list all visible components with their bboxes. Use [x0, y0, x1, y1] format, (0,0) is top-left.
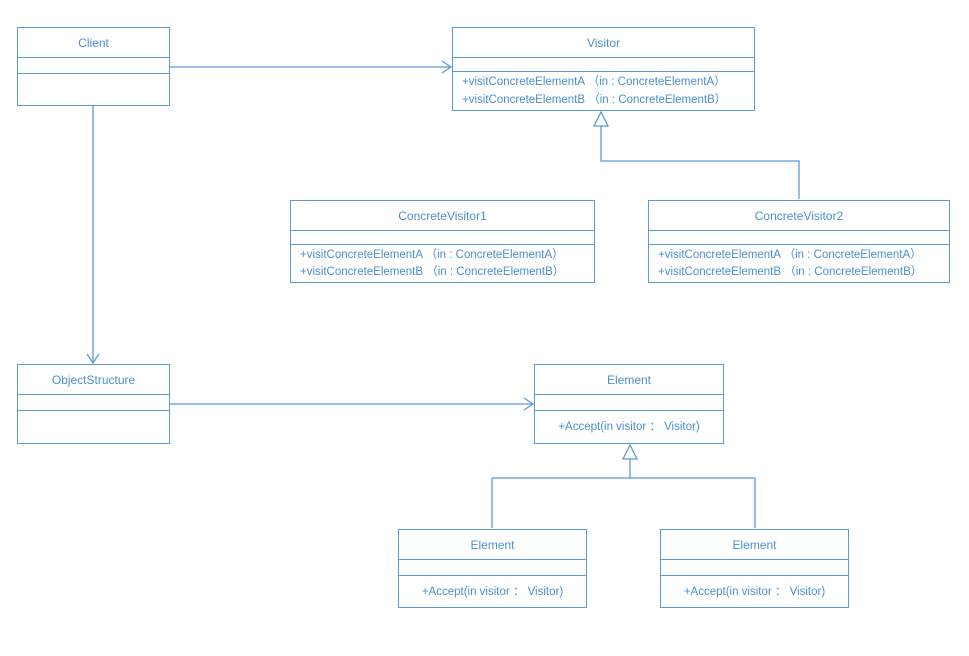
method-row: +visitConcreteElementA （in : ConcreteEle…	[658, 249, 922, 261]
open-arrowhead-icon	[523, 397, 535, 411]
method-row: +visitConcreteElementA （in : ConcreteEle…	[300, 249, 564, 261]
open-arrowhead-icon	[441, 60, 453, 74]
class-object-structure: ObjectStructure	[17, 364, 170, 444]
method-row: +visitConcreteElementA （in : ConcreteEle…	[462, 76, 726, 89]
methods-compartment	[18, 74, 169, 105]
class-title: ConcreteVisitor2	[649, 201, 949, 231]
attributes-compartment	[399, 560, 586, 576]
methods-compartment: +Accept(in visitor ： Visitor)	[661, 576, 848, 607]
class-visitor: Visitor +visitConcreteElementA （in : Con…	[452, 27, 755, 111]
class-concrete-visitor-1: ConcreteVisitor1 +visitConcreteElementA …	[290, 200, 595, 283]
class-element-child-right: Element +Accept(in visitor ： Visitor)	[660, 529, 849, 608]
method-row: +Accept(in visitor ： Visitor)	[683, 585, 826, 598]
attributes-compartment	[18, 58, 169, 74]
class-title: Element	[661, 530, 848, 560]
method-row: +Accept(in visitor ： Visitor)	[421, 585, 564, 598]
method-row: +visitConcreteElementB （in : ConcreteEle…	[300, 266, 565, 278]
association-objectstructure-to-element	[170, 397, 535, 411]
class-title: Client	[18, 28, 169, 58]
method-row: +visitConcreteElementB （in : ConcreteEle…	[658, 266, 923, 278]
class-element-child-left: Element +Accept(in visitor ： Visitor)	[398, 529, 587, 608]
methods-compartment: +visitConcreteElementA （in : ConcreteEle…	[291, 245, 594, 282]
class-element: Element +Accept(in visitor ： Visitor)	[534, 364, 724, 444]
class-title: ObjectStructure	[18, 365, 169, 395]
attributes-compartment	[535, 395, 723, 411]
class-title: Visitor	[453, 28, 754, 58]
hollow-triangle-icon	[592, 110, 610, 127]
attributes-compartment	[291, 231, 594, 245]
methods-compartment: +visitConcreteElementA （in : ConcreteEle…	[453, 72, 754, 110]
class-title: ConcreteVisitor1	[291, 201, 594, 231]
method-row: +Accept(in visitor ： Visitor)	[558, 421, 700, 433]
attributes-compartment	[649, 231, 949, 245]
methods-compartment: +visitConcreteElementA （in : ConcreteEle…	[649, 245, 949, 282]
attributes-compartment	[18, 395, 169, 411]
association-client-to-objectstructure	[86, 106, 100, 365]
methods-compartment: +Accept(in visitor ： Visitor)	[399, 576, 586, 607]
attributes-compartment	[453, 58, 754, 72]
open-arrowhead-icon	[86, 353, 100, 365]
class-title: Element	[535, 365, 723, 395]
class-client: Client	[17, 27, 170, 106]
attributes-compartment	[661, 560, 848, 576]
methods-compartment: +Accept(in visitor ： Visitor)	[535, 411, 723, 443]
class-concrete-visitor-2: ConcreteVisitor2 +visitConcreteElementA …	[648, 200, 950, 283]
generalization-elements-to-element	[491, 443, 756, 528]
hollow-triangle-icon	[621, 443, 639, 460]
methods-compartment	[18, 411, 169, 443]
class-title: Element	[399, 530, 586, 560]
method-row: +visitConcreteElementB （in : ConcreteEle…	[462, 93, 727, 106]
generalization-concretevisitor2-to-visitor	[592, 110, 800, 199]
association-client-to-visitor	[170, 60, 453, 74]
